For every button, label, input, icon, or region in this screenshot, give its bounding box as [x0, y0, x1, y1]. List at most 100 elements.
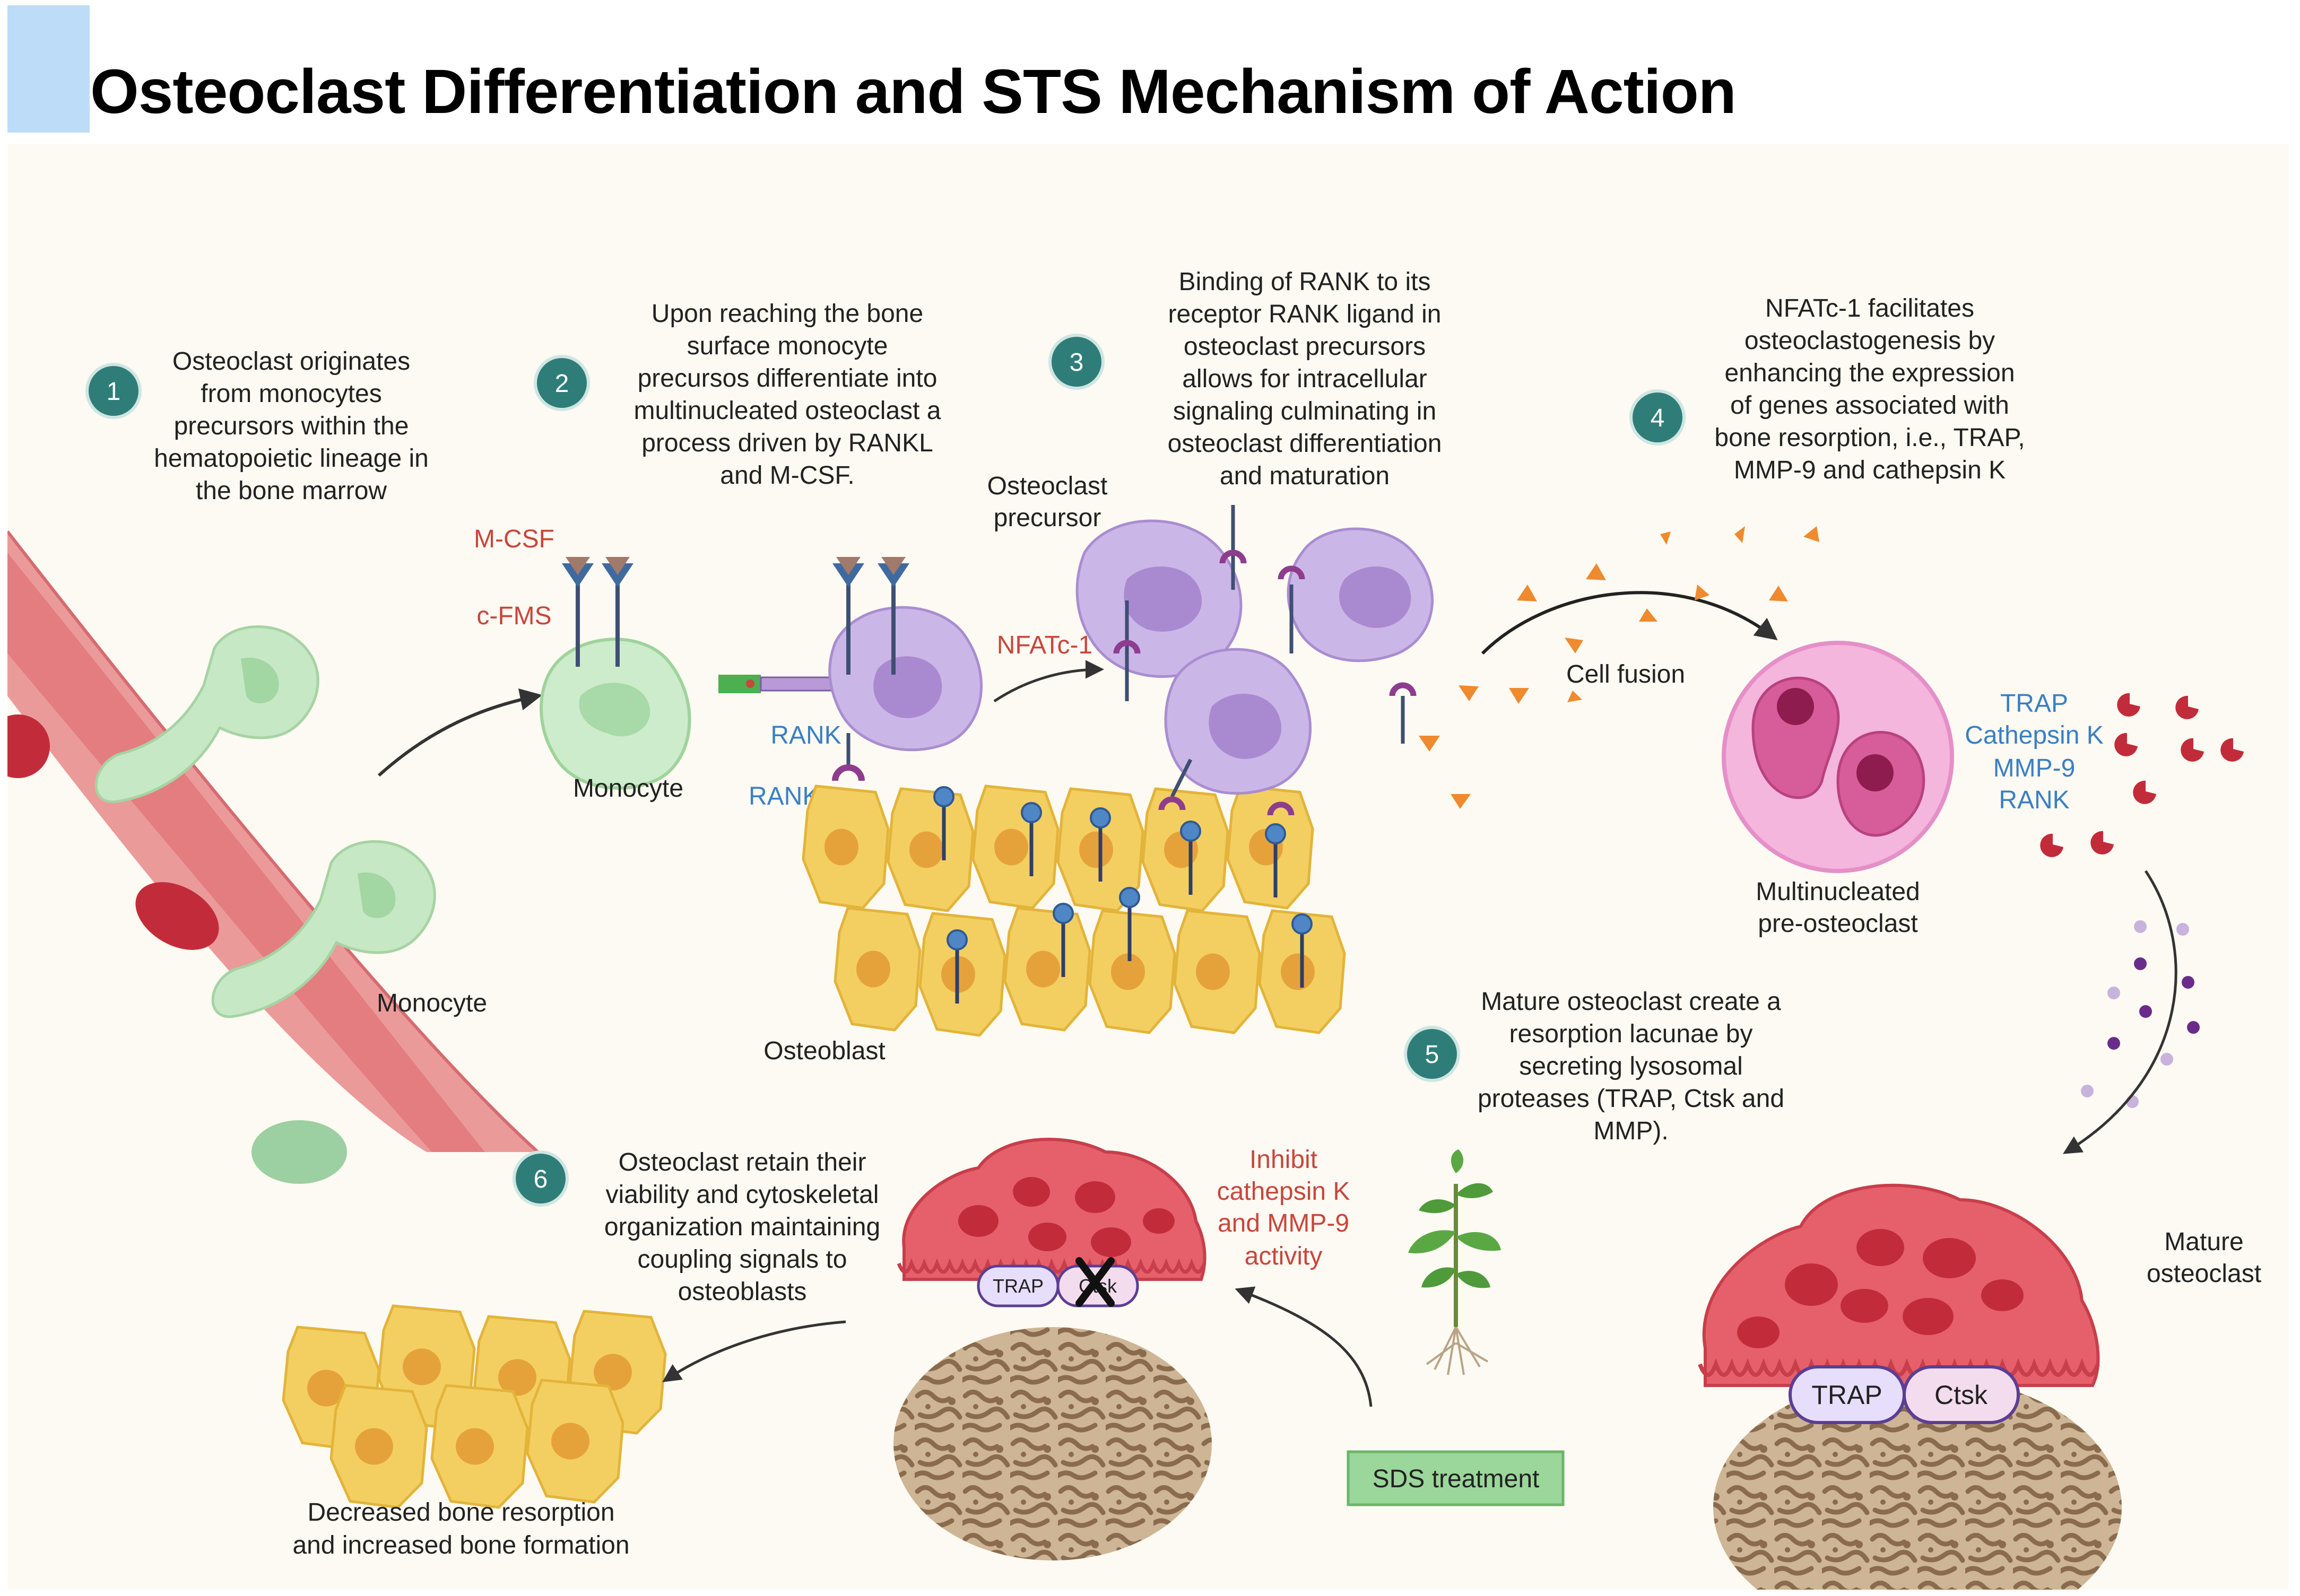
enzyme-particles	[2040, 693, 2244, 857]
step-text-line: precursos differentiate into	[638, 364, 938, 393]
cell-fusion-label: Cell fusion	[1566, 660, 1685, 688]
step-text-line: and maturation	[1220, 462, 1390, 490]
header-accent-bar	[7, 5, 90, 133]
cell-fusion-arrow	[1481, 591, 1778, 655]
step-text-line: resorption lacunae by	[1509, 1020, 1753, 1048]
rankl-ligand-icon	[1119, 887, 1140, 961]
sds-treatment-box: SDS treatment	[1347, 1450, 1565, 1506]
bone-matrix-icon	[893, 1327, 1212, 1560]
step-text-line: signaling culminating in	[1173, 397, 1436, 425]
osteoblast-cell-icon	[1141, 787, 1229, 912]
step-badge-icon	[85, 363, 142, 419]
step-text-line: organization maintaining	[604, 1213, 880, 1241]
vessel-monocyte-icon	[211, 840, 436, 1018]
multinucleated-preosteoclast-icon	[1722, 641, 1954, 873]
osteoblast-cell-icon	[971, 784, 1060, 910]
sds-treatment-label: SDS treatment	[1373, 1465, 1540, 1493]
osteoblast-cell-icon	[918, 912, 1006, 1037]
step-text-line: and M-CSF.	[720, 461, 854, 490]
step-number: 4	[1651, 404, 1665, 432]
step-text-line: receptor RANK ligand in	[1168, 300, 1442, 328]
mature-osteoclast-icon	[1698, 1183, 2100, 1387]
secreted-rank: RANK	[1999, 786, 2069, 814]
step-text-line: coupling signals to	[638, 1245, 847, 1274]
rankl-ligand-icon	[1053, 903, 1074, 977]
rank-receptor-icon	[832, 733, 865, 781]
svg-text:activity: activity	[1245, 1242, 1323, 1270]
step-text-line: osteoblasts	[678, 1278, 807, 1306]
plant-icon	[1408, 1149, 1501, 1375]
step-number: 6	[534, 1165, 548, 1193]
step-text-line: MMP).	[1593, 1117, 1668, 1145]
figure-canvas: Monocyte M-CSF c-FMS Monocyte RA	[7, 268, 2261, 1590]
step-text-line: Mature osteoclast create a	[1481, 988, 1781, 1016]
blood-vessel	[7, 530, 540, 1184]
step-badge-icon	[1404, 1026, 1460, 1082]
cell-connector-icon	[718, 675, 841, 693]
osteoblast-cell-icon	[329, 1384, 428, 1509]
rankl-ligand-icon	[947, 929, 968, 1004]
multinucleated-label-line2: pre-osteoclast	[1758, 910, 1917, 938]
step-text-line: enhancing the expression	[1724, 359, 2015, 387]
inhibit-label: Inhibit cathepsin K and MMP-9 activity	[1217, 1146, 1350, 1270]
secreted-proteins-list: TRAP Cathepsin K MMP-9 RANK	[1965, 690, 2104, 814]
trap-label-small: TRAP	[993, 1275, 1044, 1297]
step-text-line: osteoclast differentiation	[1168, 430, 1442, 458]
step-text-line: Osteoclast originates	[172, 347, 410, 376]
step-text-line: osteoclastogenesis by	[1744, 327, 1995, 355]
trap-label: TRAP	[1811, 1380, 1882, 1410]
secreted-cathepsin-k: Cathepsin K	[1965, 721, 2104, 749]
svg-text:Inhibit: Inhibit	[1249, 1146, 1317, 1174]
step-text-line: allows for intracellular	[1182, 365, 1427, 393]
step-text-line: surface monocyte	[687, 332, 888, 360]
ctsk-label: Ctsk	[1934, 1380, 1988, 1410]
mature-osteoclast-label-line2: osteoclast	[2147, 1260, 2261, 1288]
outcome-osteoblast-cluster	[282, 1304, 667, 1509]
step-number: 1	[107, 378, 121, 406]
lysosome-particles	[2081, 920, 2200, 1108]
treatment-arrow	[1235, 1286, 1373, 1407]
osteoblast-cell-icon	[430, 1384, 529, 1509]
nfatc1-label: NFATc-1	[997, 631, 1092, 659]
step-text-line: MMP-9 and cathepsin K	[1734, 456, 2006, 484]
c-fms-label: c-FMS	[476, 602, 551, 630]
step-text-line: of genes associated with	[1730, 391, 2009, 420]
secreted-mmp9: MMP-9	[1993, 754, 2076, 782]
step-text-line: process driven by RANKL	[641, 429, 933, 457]
monocyte-vessel-label: Monocyte	[377, 989, 487, 1017]
monocyte-cell-icon	[540, 638, 691, 790]
rankl-ligand-icon	[1090, 807, 1111, 882]
precursor-cell-icon	[1287, 527, 1434, 662]
osteoblast-cell-icon	[834, 906, 922, 1032]
m-csf-label: M-CSF	[474, 525, 554, 553]
step-badge-icon	[534, 355, 590, 411]
bone-matrix-icon	[1713, 1375, 2122, 1590]
step-text-line: bone resorption, i.e., TRAP,	[1714, 424, 2025, 452]
treated-osteoclast-icon	[897, 1138, 1207, 1281]
step-number: 3	[1070, 348, 1084, 377]
osteoblast-cell-icon	[526, 1379, 624, 1504]
rankl-ligand-icon	[1291, 913, 1313, 988]
precursor-cell-icon	[828, 606, 983, 752]
nfatc1-arrow	[993, 660, 1104, 703]
step-badge-icon	[1048, 334, 1105, 390]
step-text-line: osteoclast precursors	[1184, 333, 1426, 361]
multinucleated-label-line1: Multinucleated	[1756, 878, 1920, 906]
ctsk-badge: Ctsk	[1903, 1365, 2020, 1424]
step-text-line: precursors within the	[174, 412, 409, 440]
step-text-line: Upon reaching the bone	[652, 300, 923, 328]
precursor-label-line1: Osteoclast	[987, 472, 1108, 500]
outcome-label-line2: and increased bone formation	[292, 1531, 629, 1559]
step-text-line: viability and cytoskeletal	[606, 1181, 879, 1209]
rank-receptor-icon	[1113, 505, 1417, 816]
step-text-line: secreting lysosomal	[1519, 1052, 1743, 1080]
osteoblast-cluster	[802, 784, 1346, 1037]
osteoblast-cell-icon	[1003, 906, 1091, 1032]
osteoblast-cell-icon	[1226, 784, 1314, 910]
page-title: Osteoclast Differentiation and STS Mecha…	[90, 57, 1737, 127]
inhibition-x-icon	[1075, 1257, 1115, 1307]
